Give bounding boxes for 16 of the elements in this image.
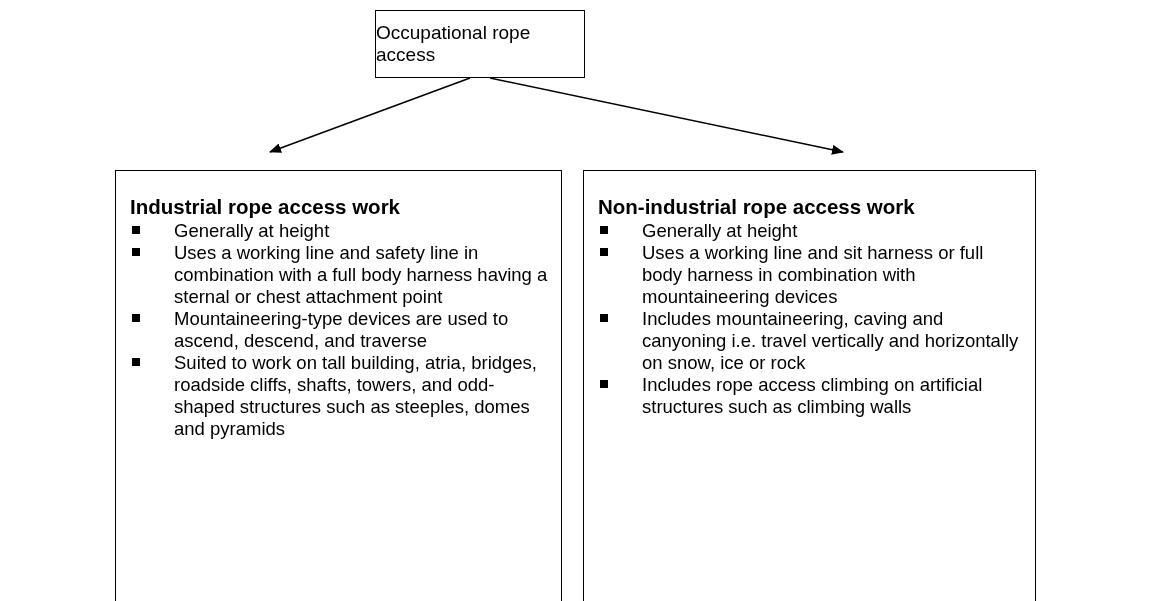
bullet-item: Includes rope access climbing on artificial structures such as climbing walls (598, 374, 1023, 418)
bullet-item: Generally at height (598, 220, 1023, 242)
category-box (583, 170, 1036, 601)
arrow (489, 77, 844, 155)
arrow (269, 77, 471, 153)
bullet-item: Suited to work on tall building, atria, bridges, roadside cliffs, shafts, towers, and odd-shaped structures such as steeples, domes and pyramids (130, 352, 549, 440)
box-heading: Industrial rope access work (130, 195, 402, 219)
box-heading: Non-industrial rope access work (598, 195, 916, 219)
bullet-item: Uses a working line and safety line in combination with a full body harness having a sternal or chest attachment point (130, 242, 549, 308)
bullet-item: Generally at height (130, 220, 549, 242)
bullet-item: Uses a working line and sit harness or full body harness in combination with mountaineering devices (598, 242, 1023, 308)
title-box (375, 10, 585, 78)
bullet-item: Includes mountaineering, caving and canyoning i.e. travel vertically and horizontally on snow, ice or rock (598, 308, 1023, 374)
bullet-item: Mountaineering-type devices are used to ascend, descend, and traverse (130, 308, 549, 352)
category-box (115, 170, 562, 601)
box-title: Occupational rope access (376, 22, 532, 66)
